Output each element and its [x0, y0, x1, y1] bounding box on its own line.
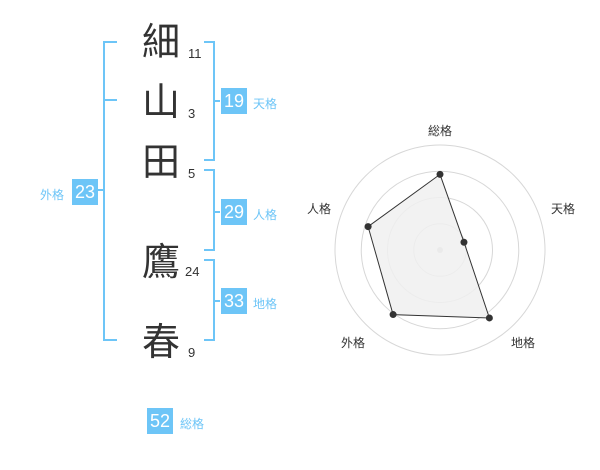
radar-point-1	[436, 170, 444, 178]
chikaku-value: 33	[221, 288, 247, 314]
radar-axis-label-gaikaku: 外格	[341, 336, 366, 350]
name-char-4: 鷹	[141, 240, 180, 284]
name-char-1: 細	[141, 20, 180, 64]
radar-point-4	[389, 311, 397, 319]
radar-axis-label-tenkaku: 天格	[551, 202, 576, 216]
jinkaku-label: 人格	[253, 208, 278, 222]
radar-data-polygon	[367, 173, 491, 319]
soukaku-value: 52	[147, 408, 173, 434]
name-char-3: 田	[141, 140, 180, 184]
stroke-count-5: 9	[188, 345, 196, 360]
radar-grid-ring	[334, 144, 546, 356]
radar-point-3	[485, 314, 493, 322]
jinkaku-value: 29	[221, 199, 247, 225]
stroke-count-3: 5	[188, 166, 196, 181]
stroke-count-2: 3	[188, 106, 196, 121]
gaikaku-value: 23	[72, 179, 98, 205]
tenkaku-label: 天格	[253, 97, 278, 111]
radar-axis-label-soukaku: 総格	[428, 124, 453, 138]
stroke-count-4: 24	[185, 264, 200, 279]
stroke-count-1: 11	[188, 46, 202, 61]
radar-point-2	[460, 238, 468, 246]
jinkaku-bracket	[204, 169, 215, 251]
radar-point-5	[364, 223, 372, 231]
soukaku-label: 総格	[180, 417, 205, 431]
gaikaku-label: 外格	[40, 188, 65, 202]
chikaku-label: 地格	[253, 297, 278, 311]
name-char-5: 春	[141, 320, 180, 364]
radar-axis-label-jinkaku: 人格	[307, 202, 332, 216]
name-char-2: 山	[141, 80, 180, 124]
tenkaku-value: 19	[221, 88, 247, 114]
radar-axis-label-chikaku: 地格	[511, 336, 536, 350]
